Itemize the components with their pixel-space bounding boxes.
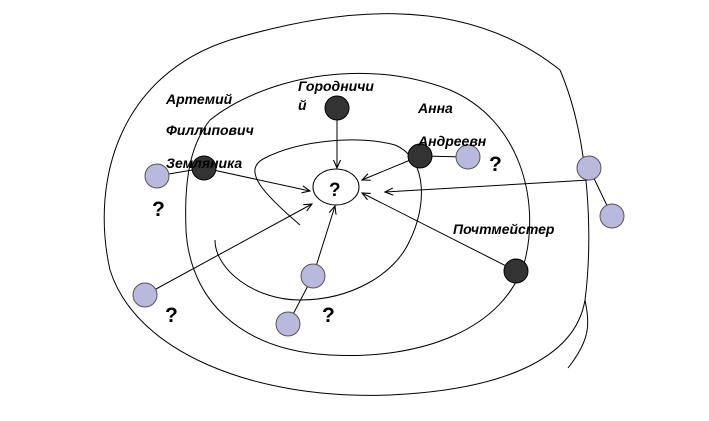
node-light-outer-lower: [599, 203, 625, 229]
node-light-left-upper: [144, 163, 170, 189]
node-light-left-lower: [132, 282, 158, 308]
question-mark-bottom: ?: [322, 304, 335, 327]
arrow-outer-light-to-center: [385, 179, 590, 192]
node-light-bottom-upper: [300, 263, 326, 289]
label-artemiy-line2: Филлипович: [166, 122, 254, 138]
node-pochtmeister: [503, 258, 529, 284]
node-gorodnichiy: [324, 95, 350, 121]
arrow-left-light-to-center: [144, 204, 312, 296]
inner-ring-curve: [214, 139, 422, 301]
node-anna: [407, 143, 433, 169]
outer-spiral-tail: [567, 299, 589, 369]
arrow-pochtmeister-to-center: [362, 193, 517, 272]
question-mark-anna: ?: [489, 153, 502, 176]
arrow-zemlyanika-to-center: [203, 167, 310, 191]
label-anna-line2: Андреевн: [417, 133, 487, 149]
outer-spiral-curve: [103, 13, 590, 396]
question-mark-left-upper: ?: [152, 198, 165, 221]
node-light-bottom-lower: [275, 311, 301, 337]
label-pochtmeister: Почтмейстер: [453, 221, 555, 237]
label-artemiy-line3: Земляника: [166, 155, 242, 171]
middle-ring-curve: [185, 72, 531, 357]
question-mark-left-lower: ?: [165, 304, 178, 327]
label-anna-line1: Анна: [417, 100, 453, 116]
node-zemlyanika: [191, 155, 217, 181]
node-light-anna: [455, 144, 481, 170]
label-gorodnichiy-line2: й: [298, 97, 307, 113]
node-light-outer-upper: [576, 155, 602, 181]
label-gorodnichiy-line1: Городничи: [298, 78, 374, 94]
label-artemiy-line1: Артемий: [165, 91, 233, 107]
center-question-mark: ?: [329, 180, 341, 201]
